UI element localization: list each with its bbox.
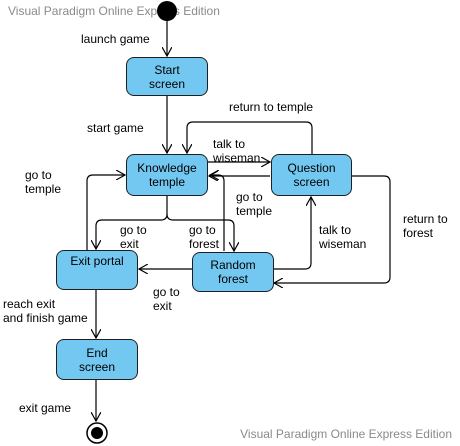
watermark-bottom: Visual Paradigm Online Express Edition — [240, 427, 452, 441]
edge-exit-to-temple — [86, 175, 125, 251]
state-end-screen[interactable]: End screen — [56, 339, 138, 380]
label-exit-game: exit game — [19, 401, 72, 415]
label-go-to-exit-mid: go to exit — [120, 223, 147, 251]
label-go-to-temple-left: go to temple — [25, 168, 62, 196]
initial-node[interactable] — [157, 1, 177, 21]
edge-forest-to-temple — [210, 175, 225, 251]
edge-knowledge-to-exit — [96, 196, 168, 249]
edge-talk-to-wiseman-right — [273, 197, 311, 270]
label-start-game: start game — [87, 121, 144, 135]
edge-return-to-forest — [274, 175, 391, 283]
label-return-to-temple: return to temple — [229, 100, 314, 114]
state-question-screen[interactable]: Question screen — [271, 154, 352, 196]
label-go-to-exit-bottom: go to exit — [153, 285, 180, 313]
label-go-to-temple-mid: go to temple — [236, 190, 273, 218]
label-launch-game: launch game — [81, 32, 150, 46]
label-talk-to-wiseman-right: talk to wiseman — [319, 223, 367, 251]
label-return-to-forest: return to forest — [403, 212, 448, 240]
state-knowledge-temple[interactable]: Knowledge temple — [126, 154, 208, 196]
edge-knowledge-to-forest — [166, 213, 234, 251]
edge-return-to-temple — [187, 121, 313, 154]
state-start-screen[interactable]: Start screen — [126, 57, 208, 96]
state-random-forest[interactable]: Random forest — [192, 252, 274, 292]
final-node-inner — [91, 427, 103, 439]
label-reach-exit: reach exit and finish game — [3, 297, 88, 325]
state-exit-portal[interactable]: Exit portal — [56, 250, 138, 290]
label-go-to-forest: go to forest — [189, 223, 220, 251]
label-talk-to-wiseman-top: talk to wiseman — [213, 137, 261, 165]
